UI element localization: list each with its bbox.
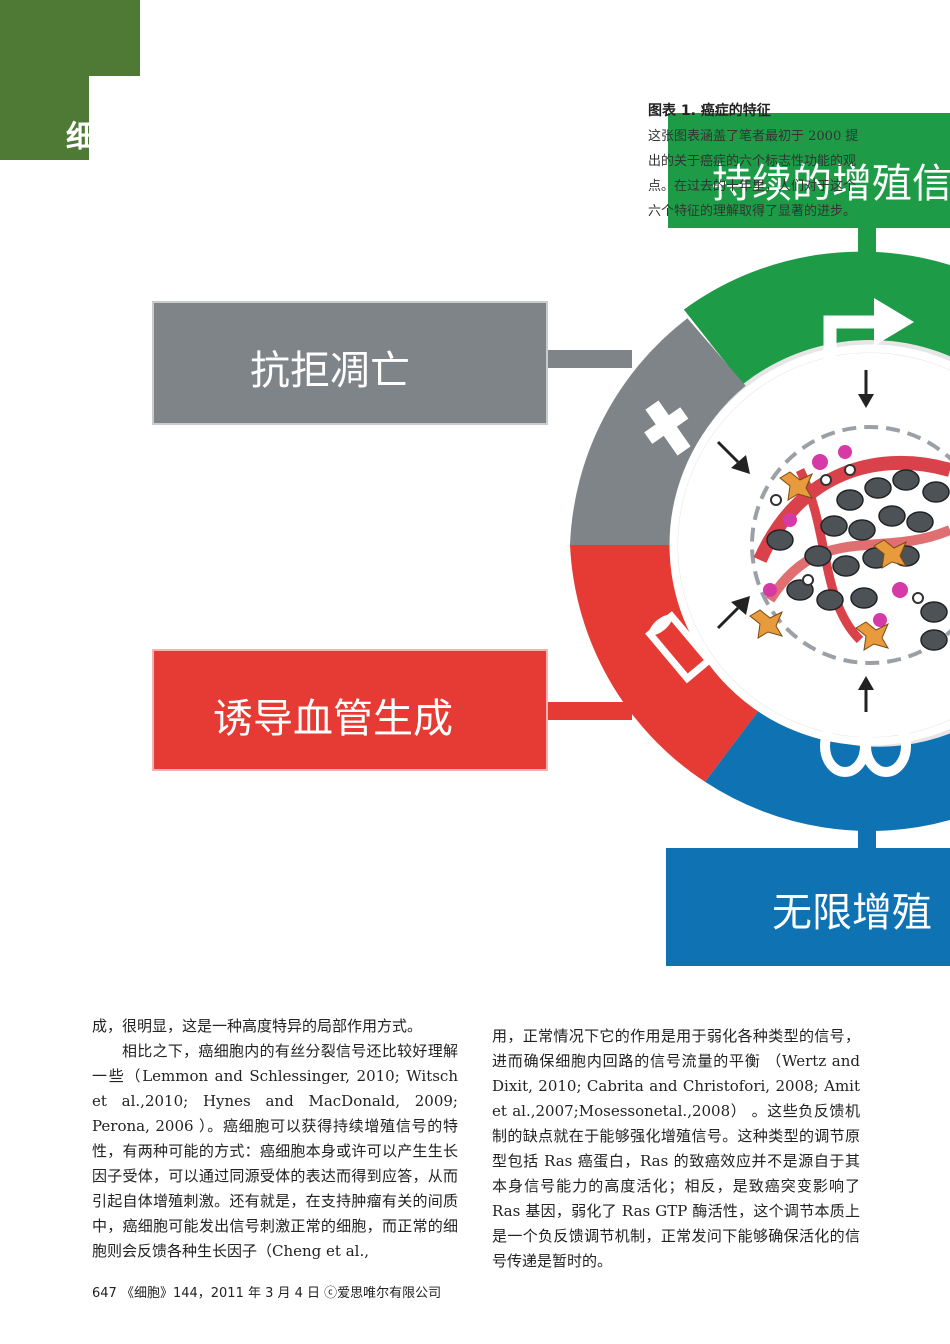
body-column-right: 用，正常情况下它的作用是用于弱化各种类型的信号，进而确保细胞内回路的信号流量的平… <box>492 1024 860 1274</box>
tumor-cell-cluster <box>749 425 950 665</box>
angiogenesis-label: 诱导血管生成 <box>213 696 453 742</box>
replicative-immortality-label: 无限增殖 <box>772 890 932 936</box>
ring-green <box>683 251 950 385</box>
corner-label: 细 <box>66 120 96 155</box>
hallmarks-figure <box>152 113 950 966</box>
corner-block-lower <box>0 76 89 160</box>
green-box <box>668 113 950 228</box>
gray-box <box>152 301 548 425</box>
body-column-left: 成，很明显，这是一种高度特异的局部作用方式。 相比之下，癌细胞内的有丝分裂信号还… <box>92 1014 458 1264</box>
body-paragraph: 成，很明显，这是一种高度特异的局部作用方式。 <box>92 1017 423 1035</box>
vessel-tube-icon <box>645 611 714 684</box>
sustained-proliferation-label: 持续的增殖信 <box>712 161 950 207</box>
figure-caption-body: 这张图表涵盖了笔者最初于 2000 提出的关于癌症的六个标志性功能的观点。在过去… <box>648 129 859 219</box>
ring-blue <box>705 707 950 831</box>
growth-arrow-icon <box>823 298 914 380</box>
arrows <box>716 370 874 712</box>
body-paragraph: 用，正常情况下它的作用是用于弱化各种类型的信号，进而确保细胞内回路的信号流量的平… <box>492 1027 860 1270</box>
ring-red <box>570 545 762 782</box>
cross-icon <box>644 400 691 456</box>
figure-caption-title: 图表 1. 癌症的特征 <box>648 103 771 119</box>
corner-block <box>0 0 140 76</box>
red-box <box>152 649 548 771</box>
page-footer: 647 《细胞》144，2011 年 3 月 4 日 ⓒ爱思唯尔有限公司 <box>92 1286 442 1301</box>
infinity-icon <box>820 715 911 777</box>
connector-gray <box>546 350 632 368</box>
body-paragraph: 相比之下，癌细胞内的有丝分裂信号还比较好理解一些（Lemmon and Schl… <box>92 1042 458 1260</box>
resist-apoptosis-label: 抗拒凋亡 <box>250 348 410 394</box>
connector-red <box>546 702 632 720</box>
blue-box <box>666 848 950 966</box>
